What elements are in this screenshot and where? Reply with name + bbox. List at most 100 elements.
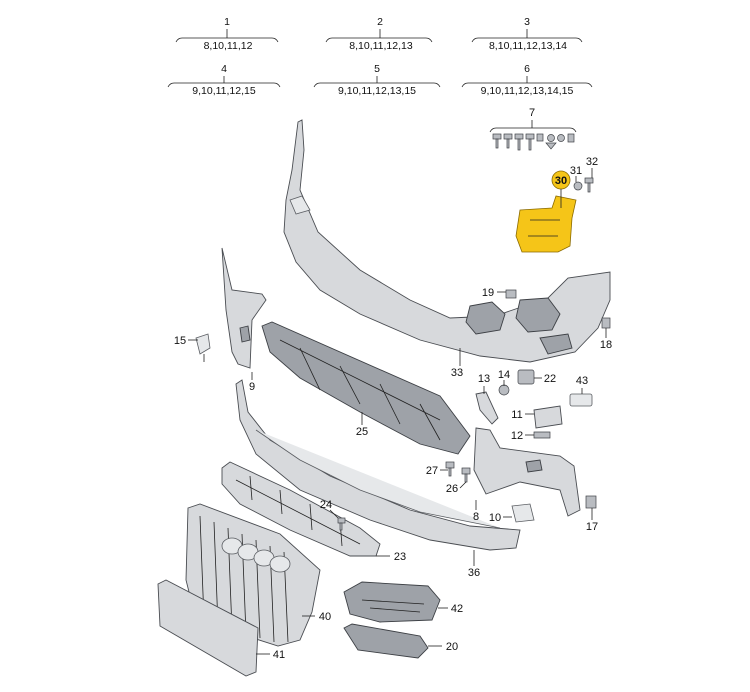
svg-text:40: 40 <box>319 611 331 623</box>
callout-42: 42 <box>438 603 463 615</box>
bracket-30 <box>515 195 577 253</box>
callout-24: 24 <box>320 499 339 519</box>
bracket-8 <box>473 427 581 517</box>
group-items: 8,10,11,12 <box>204 40 253 52</box>
screw-24 <box>337 517 346 531</box>
clip-18 <box>601 317 611 329</box>
callout-30: 30 <box>551 170 571 208</box>
svg-text:25: 25 <box>356 426 368 438</box>
svg-text:11: 11 <box>511 409 522 421</box>
callout-13: 13 <box>478 373 490 394</box>
group-ref-3: 3 8,10,11,12,13,14 <box>471 16 583 52</box>
svg-text:10: 10 <box>489 512 501 524</box>
clip-12 <box>533 431 551 439</box>
group-number: 6 <box>524 63 530 75</box>
fastener-set-7: 7 <box>489 107 577 151</box>
group-ref-1: 1 8,10,11,12 <box>175 16 279 52</box>
callout-43: 43 <box>576 375 588 394</box>
cover-11 <box>533 405 563 429</box>
group-ref-5: 5 9,10,11,12,13,15 <box>313 63 441 97</box>
group-items: 8,10,11,12,13 <box>349 40 413 52</box>
group-number: 3 <box>524 16 530 28</box>
svg-text:31: 31 <box>570 165 582 177</box>
svg-text:24: 24 <box>320 499 332 511</box>
group-ref-2: 2 8,10,11,12,13 <box>325 16 433 52</box>
svg-text:9: 9 <box>249 381 255 393</box>
callout-12: 12 <box>511 430 534 442</box>
callout-36: 36 <box>468 550 480 579</box>
callout-9: 9 <box>249 372 255 393</box>
svg-text:14: 14 <box>498 369 510 381</box>
callout-30-text: 30 <box>555 175 567 187</box>
screw-32 <box>584 177 594 193</box>
svg-text:13: 13 <box>478 373 490 385</box>
svg-text:19: 19 <box>482 287 494 299</box>
svg-text:17: 17 <box>586 521 598 533</box>
svg-text:36: 36 <box>468 567 480 579</box>
group-ref-4: 4 9,10,11,12,15 <box>167 63 281 97</box>
trim-strip-20 <box>343 623 429 659</box>
svg-text:8: 8 <box>473 511 479 523</box>
callout-26: 26 <box>446 481 467 495</box>
group-number: 4 <box>221 63 227 75</box>
svg-text:18: 18 <box>600 339 612 351</box>
callout-18: 18 <box>600 328 612 351</box>
svg-text:42: 42 <box>451 603 463 615</box>
svg-text:20: 20 <box>446 641 458 653</box>
screw-26 <box>461 467 471 483</box>
callout-11: 11 <box>511 409 534 421</box>
svg-text:15: 15 <box>174 335 186 347</box>
clip-19 <box>505 289 517 299</box>
callout-10: 10 <box>489 512 512 524</box>
license-plate-bracket-41 <box>157 579 259 677</box>
bumper-cover <box>283 119 611 363</box>
side-cover-9 <box>221 247 267 369</box>
cap-15 <box>195 333 211 362</box>
callout-33: 33 <box>451 348 463 379</box>
support-frame-25 <box>261 321 471 455</box>
callout-25: 25 <box>356 412 368 438</box>
svg-text:43: 43 <box>576 375 588 387</box>
screw-27 <box>445 461 455 477</box>
svg-text:32: 32 <box>586 156 598 168</box>
bracket-22 <box>517 369 535 385</box>
callout-17: 17 <box>586 508 598 533</box>
cover-43 <box>569 393 593 407</box>
callout-14: 14 <box>498 369 510 386</box>
group-number: 2 <box>377 16 383 28</box>
svg-text:41: 41 <box>273 649 285 661</box>
callout-22: 22 <box>534 373 556 385</box>
svg-text:26: 26 <box>446 483 458 495</box>
svg-text:33: 33 <box>451 367 463 379</box>
callout-32: 32 <box>586 156 598 178</box>
callout-31: 31 <box>570 165 582 182</box>
svg-text:12: 12 <box>511 430 523 442</box>
callout-15: 15 <box>174 335 198 347</box>
callout-8: 8 <box>473 500 479 523</box>
group-items: 9,10,11,12,13,15 <box>338 85 416 97</box>
callout-23: 23 <box>376 551 406 563</box>
callout-7: 7 <box>529 107 535 119</box>
nut-14 <box>498 384 510 396</box>
clip-31 <box>573 181 583 191</box>
clip-17 <box>585 495 597 509</box>
svg-text:23: 23 <box>394 551 406 563</box>
group-items: 8,10,11,12,13,14 <box>489 40 567 52</box>
fastener-icons <box>492 133 575 151</box>
group-items: 9,10,11,12,15 <box>192 85 256 97</box>
group-items: 9,10,11,12,13,14,15 <box>481 85 574 97</box>
side-grille-42 <box>343 581 441 623</box>
callout-27: 27 <box>426 465 448 477</box>
svg-text:27: 27 <box>426 465 438 477</box>
svg-text:22: 22 <box>544 373 556 385</box>
cap-10 <box>511 503 535 523</box>
holder-13 <box>475 391 499 425</box>
group-ref-6: 6 9,10,11,12,13,14,15 <box>461 63 593 97</box>
callout-40: 40 <box>302 611 331 623</box>
callout-41: 41 <box>256 649 285 661</box>
callout-19: 19 <box>482 287 506 299</box>
group-number: 5 <box>374 63 380 75</box>
lower-trim-36 <box>235 379 521 551</box>
group-number: 1 <box>224 16 230 28</box>
